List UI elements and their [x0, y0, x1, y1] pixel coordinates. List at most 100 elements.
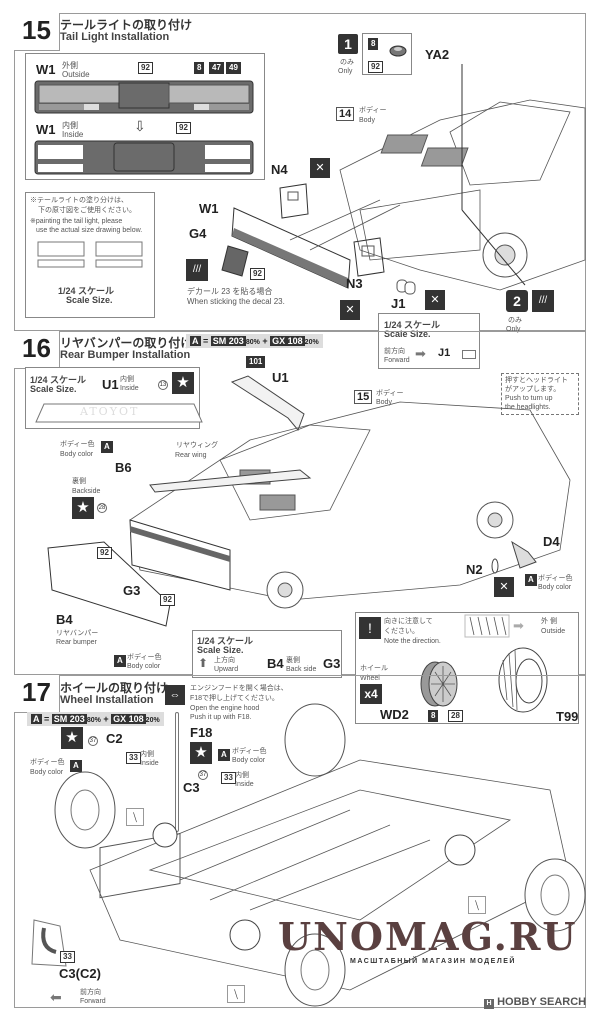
c3c2-label: C3(C2): [59, 966, 101, 981]
upward-en: Upward: [214, 666, 239, 673]
mix-pct-1: 80%: [245, 339, 260, 346]
mix17-a: A: [31, 714, 42, 724]
u1-color-101: 101: [246, 356, 266, 368]
j1-scale-jp: 1/24 スケール: [384, 320, 441, 330]
w1-outside-drawing: [34, 80, 254, 114]
upward-jp: 上方向: [214, 657, 235, 664]
c2-body-color-en: Body color: [30, 769, 64, 776]
c2-label: C2: [106, 731, 123, 746]
u1-decal-13: 13: [158, 380, 168, 390]
c3c2-mudflap-drawing: [31, 919, 67, 967]
j1-scale-en: Scale Size.: [384, 329, 431, 339]
u1-wing-template: [35, 403, 203, 423]
b4-scale-box: [192, 630, 342, 678]
glue-icon-n2: ✕: [494, 577, 514, 597]
variant-2-icon: 2: [506, 290, 528, 312]
b4-label: B4: [56, 612, 73, 627]
b4-color-a: A: [114, 655, 126, 667]
only-2-jp: のみ: [508, 317, 522, 324]
mix17-pct-2: 20%: [145, 717, 160, 724]
c2-decal-37: 37: [88, 736, 98, 746]
t99-tire-drawing: [498, 647, 548, 713]
upward-arrow-icon: ⬆: [198, 656, 209, 670]
w1-outside-label: W1: [36, 62, 56, 77]
t99-label: T99: [556, 709, 579, 724]
g3-back-label: G3: [323, 656, 341, 671]
mix17-plus: +: [103, 714, 109, 724]
mix-a: A: [190, 336, 201, 346]
watermark-sub: МАСШТАБНЫЙ МАГАЗИН МОДЕЛЕЙ: [350, 958, 516, 965]
mix-eq: =: [203, 336, 209, 346]
down-arrow-icon: ⇩: [134, 118, 146, 134]
forward-arrow-icon: ➡: [415, 346, 426, 361]
w1-inside-jp: 内側: [62, 121, 78, 130]
star-icon-c2: ★: [61, 727, 83, 749]
step-17-title-en: Wheel Installation: [60, 694, 154, 706]
w1-outside-jp: 外側: [62, 61, 78, 70]
d4-label: D4: [543, 534, 560, 549]
glue-icon-n4: ✕: [310, 158, 330, 178]
c3-color-a: A: [218, 749, 230, 761]
body-ref-15-en: Body: [376, 399, 392, 406]
body-ref-15-num: 15: [357, 391, 370, 403]
glue-icon-n3: ✕: [340, 300, 360, 320]
step-15-number: 15: [14, 13, 60, 51]
step-16-title-jp: リヤバンパーの取り付け: [60, 336, 193, 350]
g4-label: G4: [189, 226, 207, 241]
mix17-color-1: SM 203: [51, 714, 87, 724]
hood-note-jp-2: F18で押し上げてください。: [190, 695, 279, 702]
b4-jp: リヤバンパー: [56, 630, 99, 637]
n4-lamp-drawing: [279, 183, 309, 219]
no-glue-icon-1: ⧹: [126, 808, 144, 826]
hood-open-icon: ⇔: [165, 685, 185, 705]
w1-inside-label: W1: [36, 122, 56, 137]
car-rear-3q-drawing: [129, 401, 571, 609]
c2-inside-en: Inside: [140, 760, 159, 767]
step-16-number: 16: [14, 331, 60, 369]
mix-color-1: SM 203: [210, 336, 246, 346]
wd2-wheel-drawing: [420, 661, 458, 707]
only-1-jp: のみ: [340, 59, 354, 66]
direction-note-en: Note the direction.: [384, 638, 441, 645]
b4-en: Rear bumper: [56, 639, 97, 646]
ya2-part-drawing: [389, 45, 407, 57]
w1-exploded-drawing: [231, 199, 401, 289]
c3-body-color-en: Body color: [232, 757, 266, 764]
c3-inside-jp: 内側: [235, 772, 249, 779]
color-8: 8: [194, 62, 205, 74]
variant-1-icon: 1: [338, 34, 358, 54]
headlight-note-jp-1: 押すとヘッドライト: [505, 377, 568, 384]
d4-mirror-drawing: [511, 540, 537, 569]
body-ref-15-jp: ボディー: [376, 390, 404, 397]
color-49: 49: [226, 62, 241, 74]
mix-color-2: GX 108: [270, 336, 305, 346]
forward-17-en: Forward: [80, 998, 106, 1005]
b4-body-color-jp: ボディー色: [127, 654, 162, 661]
body-ref-14-num: 14: [339, 108, 352, 120]
j1-scale-part: J1: [438, 347, 451, 359]
rear-wing-en: Rear wing: [175, 452, 207, 459]
mix17-color-2: GX 108: [111, 714, 146, 724]
step-17-panel: [14, 675, 586, 1008]
u1-inside-jp: 内側: [120, 376, 134, 383]
ya2-label: YA2: [425, 47, 450, 62]
outside-en: Outside: [541, 628, 566, 635]
quantity-x4-text: x4: [364, 687, 378, 701]
step-15-panel: [14, 13, 586, 331]
b4-scale-jp: 1/24 スケール: [197, 636, 254, 646]
wd2-color-28: 28: [448, 710, 463, 722]
u1-scale-jp: 1/24 スケール: [30, 375, 87, 385]
u1-wing-text: ATOYOT: [80, 405, 140, 418]
rear-wing-jp: リヤウィング: [176, 442, 218, 449]
c3-inside-color-33: 33: [221, 772, 236, 784]
g3-color-92-a: 92: [97, 547, 112, 559]
no-glue-icon-2: ⧹: [468, 896, 486, 914]
car-rear-drawing: [339, 64, 586, 291]
b6-color-a: A: [101, 441, 113, 453]
decal-note-en: When sticking the decal 23.: [187, 297, 285, 306]
u1-scale-part: U1: [102, 377, 119, 392]
u1-inside-en: Inside: [120, 385, 139, 392]
d4-color-a: A: [525, 574, 537, 586]
mix17-pct-1: 80%: [86, 717, 101, 724]
